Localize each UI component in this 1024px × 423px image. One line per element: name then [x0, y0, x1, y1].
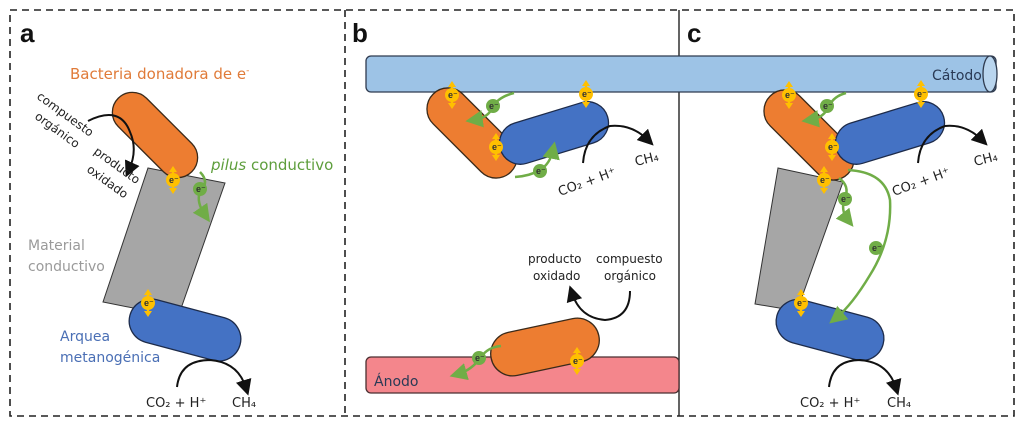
conductive-material-c [754, 167, 844, 312]
methanogenesis-arrow [176, 358, 252, 396]
methanogenesis-arrow-c-top [917, 124, 988, 164]
pilus-label: pilus conductivo [210, 156, 333, 174]
svg-text:e⁻: e⁻ [917, 89, 927, 99]
archaea-label-2: metanogénica [60, 350, 160, 366]
svg-text:e⁻: e⁻ [820, 175, 830, 185]
svg-text:e⁻: e⁻ [475, 353, 485, 363]
electron-pilus-c1: e⁻ [820, 99, 834, 113]
material-label: Material [28, 238, 85, 254]
archaea-label: Arquea [60, 329, 110, 345]
material-label-2: conductivo [28, 259, 105, 275]
product-label-c-bottom: CH₄ [887, 396, 911, 411]
panel-letter-b: b [352, 18, 368, 48]
product-label-b-2: oxidado [533, 269, 580, 283]
svg-text:e⁻: e⁻ [573, 356, 583, 366]
electron-direct-c3: e⁻ [825, 133, 839, 161]
pilus-path-c3 [829, 168, 892, 324]
electron-direct-b4: e⁻ [570, 347, 584, 375]
svg-text:e⁻: e⁻ [448, 90, 458, 100]
electron-direct: e⁻ [166, 166, 180, 194]
cathode-label: Cátodo [932, 68, 982, 84]
electron-direct-c5: e⁻ [794, 289, 808, 317]
cathode-end [982, 55, 998, 93]
substrate-label-b-2: orgánico [604, 269, 656, 283]
electron-direct-c4: e⁻ [817, 166, 831, 194]
svg-text:e⁻: e⁻ [841, 194, 851, 204]
electron-pilus-c3: e⁻ [869, 241, 883, 255]
substrate-oxidation-arrow [87, 114, 140, 178]
electron-direct-archaea: e⁻ [141, 289, 155, 317]
methanogenesis-arrow-c-bottom [828, 358, 902, 396]
electron-pilus-b1: e⁻ [486, 99, 500, 113]
svg-text:e⁻: e⁻ [828, 142, 838, 152]
electron-direct-c1: e⁻ [782, 81, 796, 109]
reactant-label-c-bottom: CO₂ + H⁺ [800, 396, 860, 411]
electron-pilus-b2: e⁻ [533, 164, 547, 178]
product-label-b-1: producto [528, 252, 582, 266]
reactant-label-b: CO₂ + H⁺ [556, 165, 618, 200]
electron-pilus-c2: e⁻ [838, 192, 852, 206]
electron-direct-b2: e⁻ [579, 80, 593, 108]
electron-direct-c2: e⁻ [914, 80, 928, 108]
panel-letter-a: a [20, 18, 35, 48]
substrate-oxidation-arrow-b [566, 285, 631, 322]
svg-text:e⁻: e⁻ [196, 184, 206, 194]
product-label-b: CH₄ [633, 150, 660, 170]
substrate-label-b-1: compuesto [596, 252, 663, 266]
svg-text:e⁻: e⁻ [144, 298, 154, 308]
anode-label: Ánodo [374, 373, 418, 390]
svg-text:e⁻: e⁻ [536, 166, 546, 176]
cathode [365, 55, 997, 93]
product-label-ch4: CH₄ [232, 396, 256, 411]
panel-b: b e⁻ e⁻ e⁻ e⁻ e⁻ CO₂ + H⁺ CH₄ Ánodo e⁻ e… [352, 18, 998, 394]
electron-pilus: e⁻ [193, 182, 207, 196]
svg-text:e⁻: e⁻ [492, 142, 502, 152]
svg-text:e⁻: e⁻ [582, 89, 592, 99]
svg-text:e⁻: e⁻ [872, 243, 882, 253]
archaea-c-bottom [775, 298, 885, 362]
reactant-label: CO₂ + H⁺ [146, 396, 206, 411]
methanogenesis-arrow-b [582, 124, 654, 164]
svg-text:e⁻: e⁻ [489, 101, 499, 111]
product-label-c-top: CH₄ [972, 150, 999, 170]
electron-direct-b3: e⁻ [489, 133, 503, 161]
svg-text:e⁻: e⁻ [785, 90, 795, 100]
panel-c: c Cátodo e⁻ e⁻ e⁻ e⁻ e⁻ e⁻ e⁻ e⁻ CO₂ + H… [687, 18, 999, 411]
reactant-label-c-top: CO₂ + H⁺ [890, 165, 952, 200]
svg-text:e⁻: e⁻ [823, 101, 833, 111]
panel-a: a Bacteria donadora de e- compuesto orgá… [20, 18, 333, 411]
electron-pilus-b3: e⁻ [472, 351, 486, 365]
svg-text:e⁻: e⁻ [797, 298, 807, 308]
donor-bacteria-label: Bacteria donadora de e- [70, 65, 249, 83]
svg-text:e⁻: e⁻ [169, 175, 179, 185]
electron-direct-b1: e⁻ [445, 81, 459, 109]
panel-letter-c: c [687, 18, 701, 48]
archaea [128, 298, 242, 362]
